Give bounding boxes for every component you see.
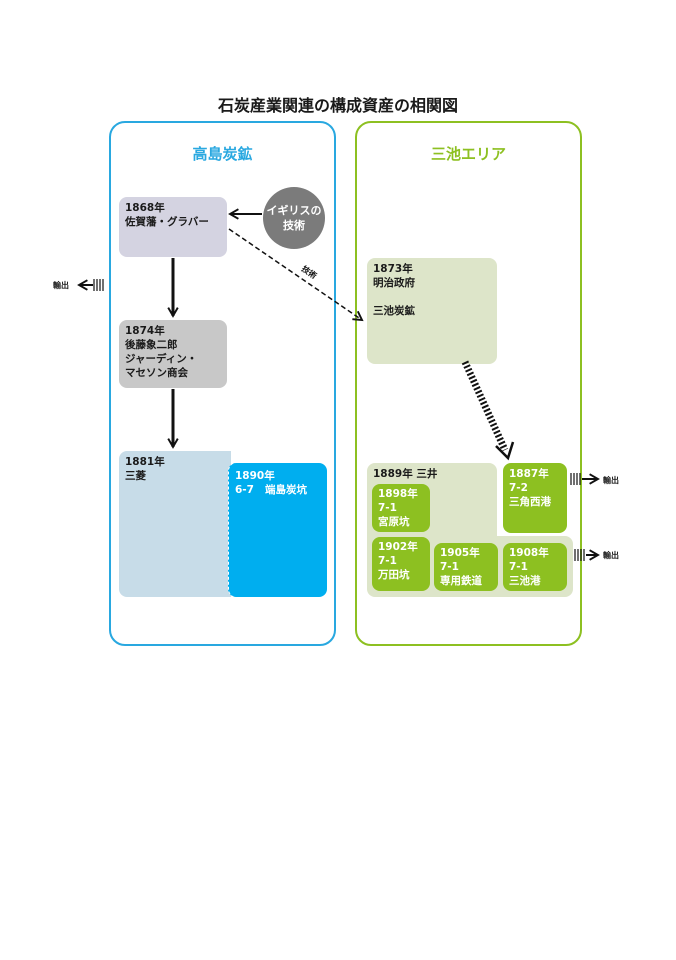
british-tech-line2: 技術 [283,219,305,232]
box-1881-year: 1881年 [125,456,165,468]
british-technology-circle: イギリスの 技術 [263,187,325,249]
box-1905-railway: 1905年 7-1 専用鉄道 [434,543,498,591]
takashima-export-label: 輸出 [53,281,69,290]
box-1890-code: 6-7 [235,484,254,496]
box-1873-line1: 明治政府 [373,277,415,289]
box-1898-code: 7-1 [378,502,397,514]
arrow-1873-to-mitsui-head [495,441,515,461]
arrow-1873-to-mitsui [461,360,509,452]
box-1908-name: 三池港 [509,575,541,587]
box-1874-goto-jardine: 1874年 後藤象二郎 ジャーディン・ マセソン商会 [119,320,227,388]
box-1890-line2: 6-7 端島炭坑 [235,483,321,497]
box-1874-line3: マセソン商会 [125,367,188,379]
box-1905-year: 1905年 [440,547,480,559]
box-1908-code: 7-1 [509,561,528,573]
box-1905-code: 7-1 [440,561,459,573]
box-1874-year: 1874年 [125,325,165,337]
box-1874-line1: 後藤象二郎 [125,339,178,351]
miike-export-label-bottom: 輸出 [603,551,619,560]
box-1890-name: 端島炭坑 [264,484,307,496]
box-1890-hashima: 1890年 6-7 端島炭坑 [228,463,327,597]
box-1868-saga-glover: 1868年 佐賀藩・グラバー [119,197,227,257]
box-1898-miyanohara: 1898年 7-1 宮原坑 [372,484,430,532]
box-1887-code: 7-2 [509,482,528,494]
arrow-miike-export-top-stripes [570,473,581,485]
page-title: 石炭産業関連の構成資産の相関図 [217,96,458,115]
arrow-technology-transfer [228,228,364,322]
box-1902-manda: 1902年 7-1 万田坑 [372,537,430,591]
box-1868-year: 1868年 [125,202,165,214]
box-1881-mitsubishi: 1881年 三菱 [119,451,231,597]
box-1873-line2: 三池炭鉱 [373,305,415,317]
box-1898-name: 宮原坑 [378,516,410,528]
miike-export-label-top: 輸出 [603,476,619,485]
miike-title: 三池エリア [430,145,506,163]
tech-label: 技術 [300,263,319,280]
arrow-miike-export-bottom-stripes [574,549,585,561]
box-1902-code: 7-1 [378,555,397,567]
box-1890-year: 1890年 [235,470,275,482]
box-1873-meiji-government: 1873年 明治政府 三池炭鉱 [367,258,497,364]
arrow-takashima-export-stripes [93,279,104,291]
box-1874-line2: ジャーディン・ [125,353,198,365]
box-1887-misumi-west-port: 1887年 7-2 三角西港 [503,463,567,533]
box-1898-year: 1898年 [378,488,418,500]
box-1889-label: 1889年 三井 [373,468,438,480]
british-tech-line1: イギリスの [266,204,322,217]
takashima-title: 高島炭鉱 [192,145,253,163]
box-1873-year: 1873年 [373,263,413,275]
miike-region [355,121,582,646]
box-1905-name: 専用鉄道 [440,575,482,587]
box-1902-name: 万田坑 [378,569,410,581]
box-1908-miike-port: 1908年 7-1 三池港 [503,543,567,591]
box-1887-name: 三角西港 [509,496,551,508]
box-1881-name: 三菱 [125,470,146,482]
takashima-region [109,121,336,646]
box-1908-year: 1908年 [509,547,549,559]
box-1868-name: 佐賀藩・グラバー [125,216,209,228]
box-1902-year: 1902年 [378,541,418,553]
box-1887-year: 1887年 [509,468,549,480]
